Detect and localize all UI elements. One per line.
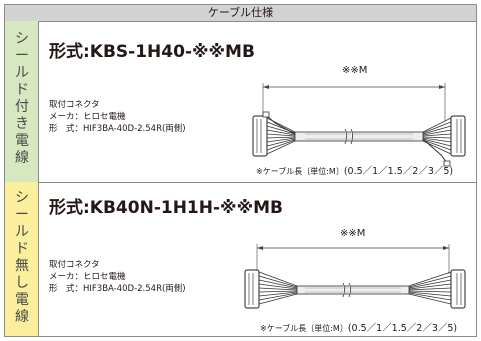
connector-title: 取付コネクタ xyxy=(49,260,100,270)
cable-spec-table: ケーブル仕様 シ ー ル ド 付 き 電 線 形式:KBS-1H40-※※MB … xyxy=(4,4,477,337)
connector-maker: メーカ：ヒロセ電機 xyxy=(49,272,126,282)
table-title: ケーブル仕様 xyxy=(207,6,274,19)
section-unshielded: シ ー ル ド 無 し 電 線 形式:KB40N-1H1H-※※MB 取付コネク… xyxy=(5,182,476,336)
vertical-label: シ ー ル ド 無 し 電 線 xyxy=(15,190,29,325)
connector-maker: メーカ：ヒロセ電機 xyxy=(49,112,126,122)
connector-title: 取付コネクタ xyxy=(49,100,100,110)
dimension-label: ※※M xyxy=(340,228,366,239)
connector-info: 取付コネクタ メーカ：ヒロセ電機 形 式：HIF3BA-40D-2.54R(両側… xyxy=(49,99,186,135)
model-number: 形式:KBS-1H40-※※MB xyxy=(49,42,255,62)
cable-diagram-unshielded xyxy=(244,244,466,309)
dimension-label: ※※M xyxy=(342,65,368,76)
table-header: ケーブル仕様 xyxy=(5,5,476,22)
vertical-label: シ ー ル ド 付 き 電 線 xyxy=(15,31,29,166)
connector-type: 形 式：HIF3BA-40D-2.54R(両側) xyxy=(49,124,186,134)
cable-diagram-shielded xyxy=(252,83,466,167)
connector-type: 形 式：HIF3BA-40D-2.54R(両側) xyxy=(49,284,186,294)
connector-info: 取付コネクタ メーカ：ヒロセ電機 形 式：HIF3BA-40D-2.54R(両側… xyxy=(49,259,186,295)
cable-length-note: ※ケーブル長〔単位:M〕(0.5／1／1.5／2／3／5) xyxy=(256,166,454,177)
side-label-shielded: シ ー ル ド 付 き 電 線 xyxy=(5,21,39,182)
section-shielded: シ ー ル ド 付 き 電 線 形式:KBS-1H40-※※MB 取付コネクタ … xyxy=(5,21,476,183)
model-number: 形式:KB40N-1H1H-※※MB xyxy=(49,198,283,218)
side-label-unshielded: シ ー ル ド 無 し 電 線 xyxy=(5,182,39,336)
cable-length-note: ※ケーブル長〔単位:M〕(0.5／1／1.5／2／3／5) xyxy=(260,323,458,334)
